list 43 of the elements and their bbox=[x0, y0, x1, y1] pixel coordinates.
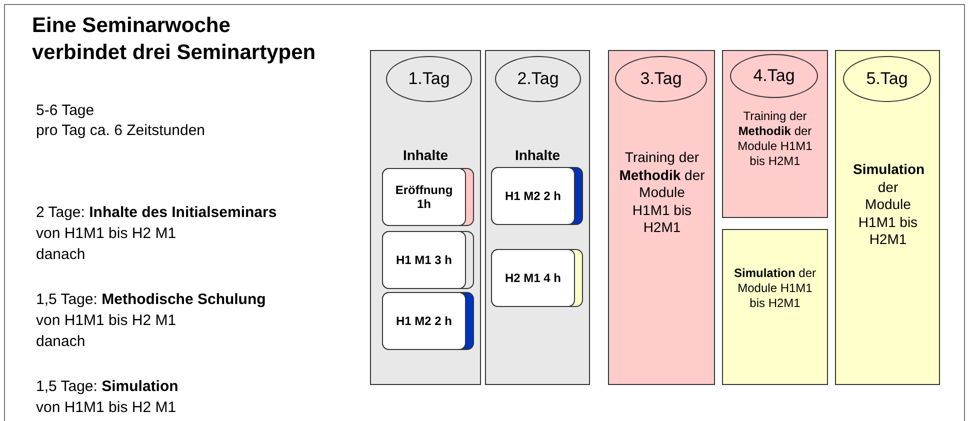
session-label: H1 M1 3 h bbox=[394, 253, 453, 267]
day-label: 3.Tag bbox=[640, 69, 682, 89]
day-ellipse bbox=[843, 56, 931, 102]
session-card bbox=[491, 167, 583, 225]
note-text: danach bbox=[36, 332, 86, 351]
session-label: Eröffnung 1h bbox=[394, 183, 454, 211]
note-text: 2 Tage: Inhalte des Initialseminars bbox=[36, 203, 277, 222]
column-text: Inhalte bbox=[514, 147, 562, 164]
session-card bbox=[491, 249, 583, 307]
note-text: von H1M1 bis H2 M1 bbox=[36, 398, 176, 417]
day-column bbox=[722, 50, 828, 218]
day-ellipse bbox=[730, 54, 818, 98]
note-text: 5-6 Tage bbox=[36, 101, 94, 120]
note-text: 1,5 Tage: Simulation bbox=[36, 377, 178, 396]
note-text: pro Tag ca. 6 Zeitstunden bbox=[36, 121, 205, 140]
note-text: danach bbox=[36, 245, 86, 264]
session-label: H1 M2 2 h bbox=[504, 189, 562, 203]
session-label: H2 M1 4 h bbox=[504, 271, 562, 285]
day-ellipse bbox=[386, 56, 472, 102]
day-ellipse bbox=[615, 56, 707, 102]
day-column bbox=[722, 229, 828, 385]
title: Eine Seminarwoche verbindet drei Seminartypen bbox=[32, 13, 317, 66]
column-text: Inhalte bbox=[402, 147, 450, 164]
column-text: Training der Methodik der Module H1M1 bis H2M1 bbox=[619, 149, 705, 236]
day-column bbox=[485, 50, 590, 385]
day-label: 5.Tag bbox=[866, 69, 908, 89]
session-card bbox=[382, 231, 474, 289]
session-label: H1 M2 2 h bbox=[394, 314, 453, 328]
column-text: Simulation der Module H1M1 bis H2M1 bbox=[732, 266, 818, 311]
column-text: Training der Methodik der Module H1M1 bis H2M1 bbox=[736, 109, 814, 169]
column-text: Simulation der Module H1M1 bis H2M1 bbox=[853, 161, 923, 248]
day-column bbox=[370, 50, 481, 385]
note-text: von H1M1 bis H2 M1 bbox=[36, 224, 176, 243]
day-label: 4.Tag bbox=[753, 66, 795, 86]
day-label: 1.Tag bbox=[408, 69, 450, 89]
session-card bbox=[382, 292, 474, 350]
note-text: von H1M1 bis H2 M1 bbox=[36, 311, 176, 330]
note-text: 1,5 Tage: Methodische Schulung bbox=[36, 290, 266, 309]
day-ellipse bbox=[495, 56, 581, 102]
day-column bbox=[608, 50, 715, 385]
day-label: 2.Tag bbox=[517, 69, 559, 89]
session-card bbox=[382, 168, 474, 226]
day-column bbox=[835, 50, 940, 385]
